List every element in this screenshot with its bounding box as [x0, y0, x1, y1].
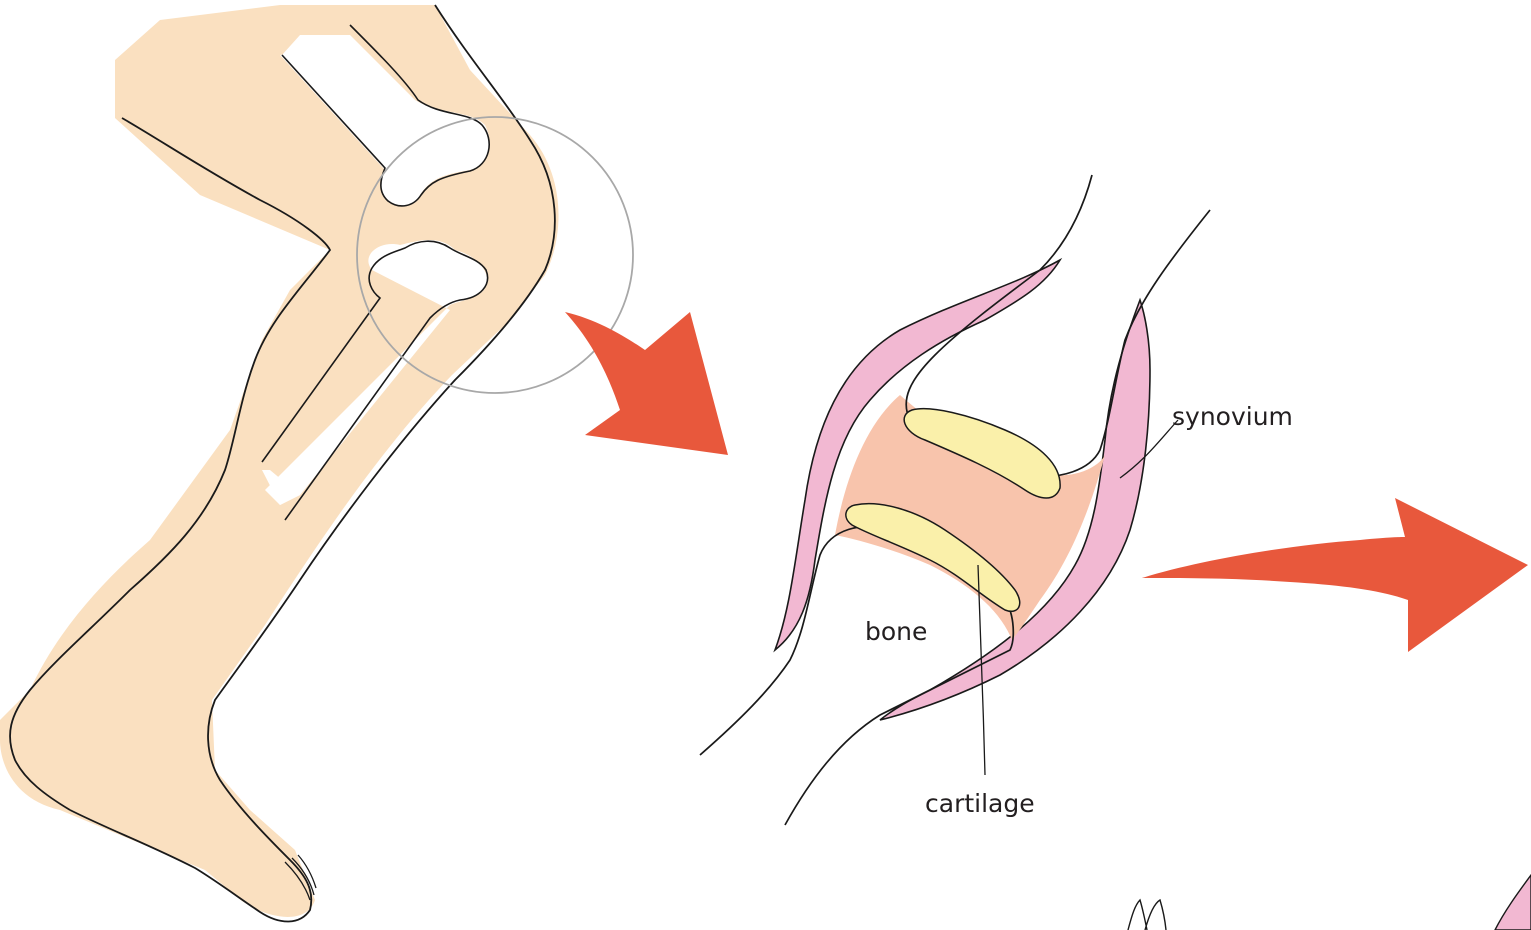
synovium-label: synovium	[1172, 402, 1293, 431]
partial-sketch-bottom	[1128, 900, 1166, 930]
arrow-to-joint	[565, 312, 728, 455]
leg-illustration	[0, 5, 633, 922]
bone-label: bone	[865, 617, 927, 646]
joint-closeup: synovium bone cartilage	[700, 175, 1293, 825]
cartilage-label: cartilage	[925, 789, 1035, 818]
arrow-to-next	[1142, 498, 1528, 652]
partial-sketch-corner	[1495, 875, 1531, 930]
